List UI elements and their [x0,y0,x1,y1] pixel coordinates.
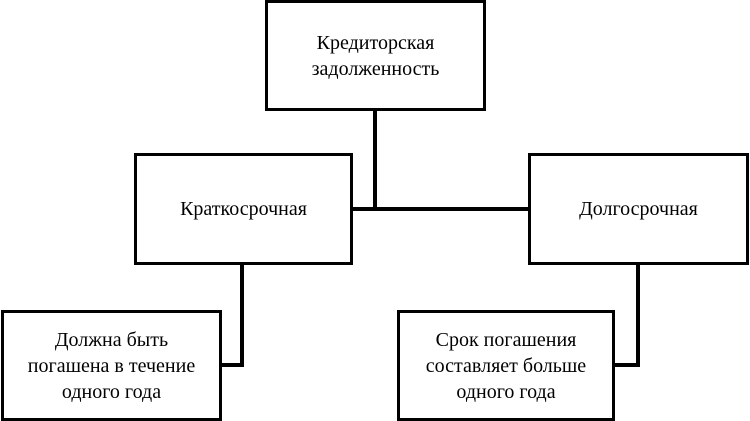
connector-horizontal [351,207,530,211]
short-term-node: Краткосрочная [134,153,353,265]
root-node: Кредиторская задолженность [265,0,486,111]
connector-right-stub [613,363,640,367]
connector-right-down [636,263,640,367]
short-term-description: Должна быть погашена в течение одного го… [1,310,222,421]
connector-left-down [240,263,244,367]
connector-root-down [373,108,377,211]
connector-left-stub [220,363,244,367]
long-term-node: Долгосрочная [528,153,749,265]
long-term-description: Срок погашения составляет больше одного … [397,310,615,421]
